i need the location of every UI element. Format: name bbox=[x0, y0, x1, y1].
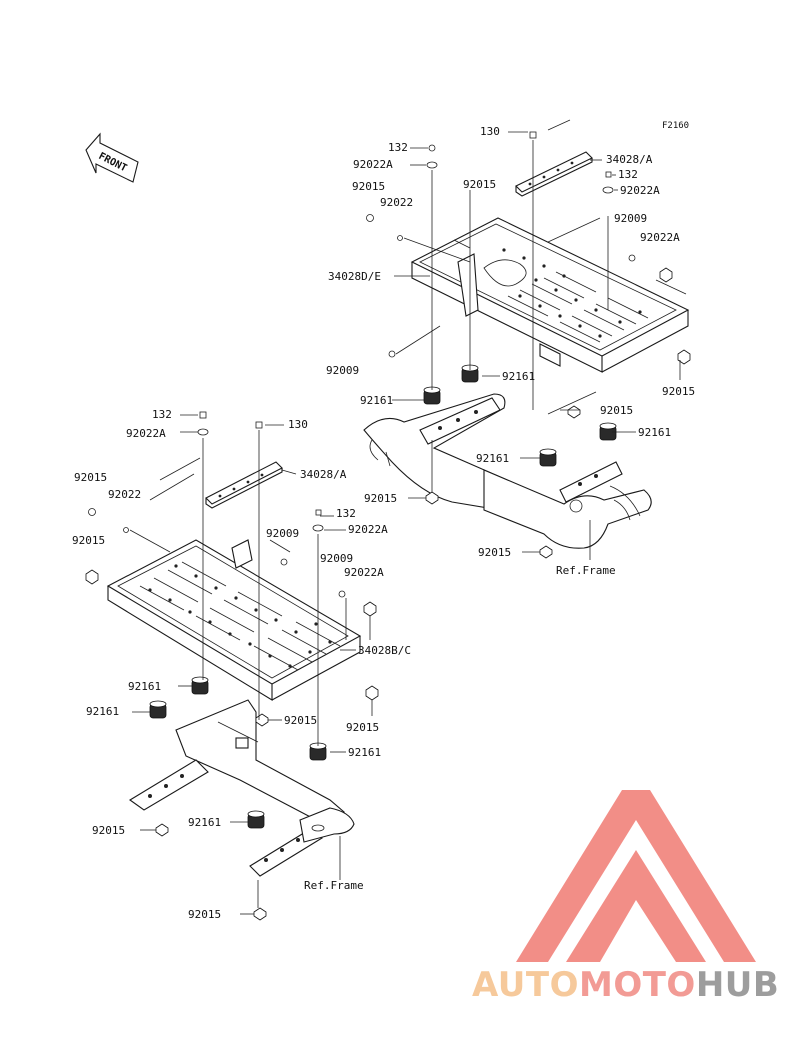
label-92015-e: 92015 bbox=[92, 824, 125, 837]
label-92015: 92015 bbox=[74, 471, 107, 484]
part-number-labels: 132 92022A 92015 92022 34028D/E 130 3402… bbox=[72, 125, 695, 921]
label-92022: 92022 bbox=[108, 488, 141, 501]
label-92015-d: 92015 bbox=[600, 404, 633, 417]
label-92161-b: 92161 bbox=[86, 705, 119, 718]
label-34028a: 34028/A bbox=[300, 468, 347, 481]
label-92015-b: 92015 bbox=[463, 178, 496, 191]
label-34028a: 34028/A bbox=[606, 153, 653, 166]
label-92015-f: 92015 bbox=[478, 546, 511, 559]
label-92161: 92161 bbox=[502, 370, 535, 383]
label-132-b: 132 bbox=[618, 168, 638, 181]
right-rubber-mounts bbox=[423, 364, 617, 467]
label-34028bc: 34028B/C bbox=[358, 644, 411, 657]
label-92161-c: 92161 bbox=[348, 746, 381, 759]
left-rubber-mounts bbox=[149, 676, 327, 829]
right-tread-bar bbox=[515, 151, 593, 197]
label-92161-b: 92161 bbox=[360, 394, 393, 407]
left-tread-bar bbox=[205, 461, 283, 509]
right-frame bbox=[363, 393, 652, 549]
label-132: 132 bbox=[388, 141, 408, 154]
label-92161-d: 92161 bbox=[476, 452, 509, 465]
left-step-plate bbox=[106, 539, 362, 701]
label-92009: 92009 bbox=[614, 212, 647, 225]
label-92022a-b: 92022A bbox=[620, 184, 660, 197]
label-92022a: 92022A bbox=[353, 158, 393, 171]
label-130: 130 bbox=[480, 125, 500, 138]
left-leader-lines bbox=[129, 414, 373, 915]
label-92022a-b: 92022A bbox=[348, 523, 388, 536]
label-92015-c: 92015 bbox=[662, 385, 695, 398]
label-92015-b: 92015 bbox=[72, 534, 105, 547]
label-92022a: 92022A bbox=[126, 427, 166, 440]
label-130: 130 bbox=[288, 418, 308, 431]
label-92161-c: 92161 bbox=[638, 426, 671, 439]
label-ref-frame: Ref.Frame bbox=[304, 879, 364, 892]
label-92009-b: 92009 bbox=[326, 364, 359, 377]
label-92161-d: 92161 bbox=[188, 816, 221, 829]
label-34028de: 34028D/E bbox=[328, 270, 381, 283]
logo-hub: HUB bbox=[696, 965, 779, 1005]
label-92015-f: 92015 bbox=[188, 908, 221, 921]
label-ref-frame: Ref.Frame bbox=[556, 564, 616, 577]
logo-auto: AUTO bbox=[472, 965, 579, 1005]
label-92009-b: 92009 bbox=[320, 552, 353, 565]
watermark-logo: AUTOMOTOHUB bbox=[472, 790, 779, 1005]
left-frame bbox=[129, 699, 355, 877]
logo-moto: MOTO bbox=[579, 965, 696, 1005]
label-132-b: 132 bbox=[336, 507, 356, 520]
label-92161: 92161 bbox=[128, 680, 161, 693]
diagram-code: F2160 bbox=[662, 121, 689, 131]
label-92022: 92022 bbox=[380, 196, 413, 209]
left-step-assembly bbox=[85, 411, 379, 921]
label-92015-d: 92015 bbox=[346, 721, 379, 734]
right-step-assembly bbox=[363, 119, 691, 560]
front-arrow-icon: FRONT bbox=[85, 132, 139, 183]
label-132: 132 bbox=[152, 408, 172, 421]
label-92015-e: 92015 bbox=[364, 492, 397, 505]
logo-wordmark: AUTOMOTOHUB bbox=[472, 965, 779, 1005]
right-step-plate bbox=[410, 217, 690, 373]
left-fasteners bbox=[85, 411, 379, 921]
label-92015-c: 92015 bbox=[284, 714, 317, 727]
logo-triangle-icon bbox=[516, 790, 756, 962]
right-fasteners bbox=[366, 131, 691, 559]
label-92022a-c: 92022A bbox=[344, 566, 384, 579]
label-92022a-c: 92022A bbox=[640, 231, 680, 244]
right-leader-lines bbox=[392, 119, 687, 560]
label-92015: 92015 bbox=[352, 180, 385, 193]
label-92009: 92009 bbox=[266, 527, 299, 540]
